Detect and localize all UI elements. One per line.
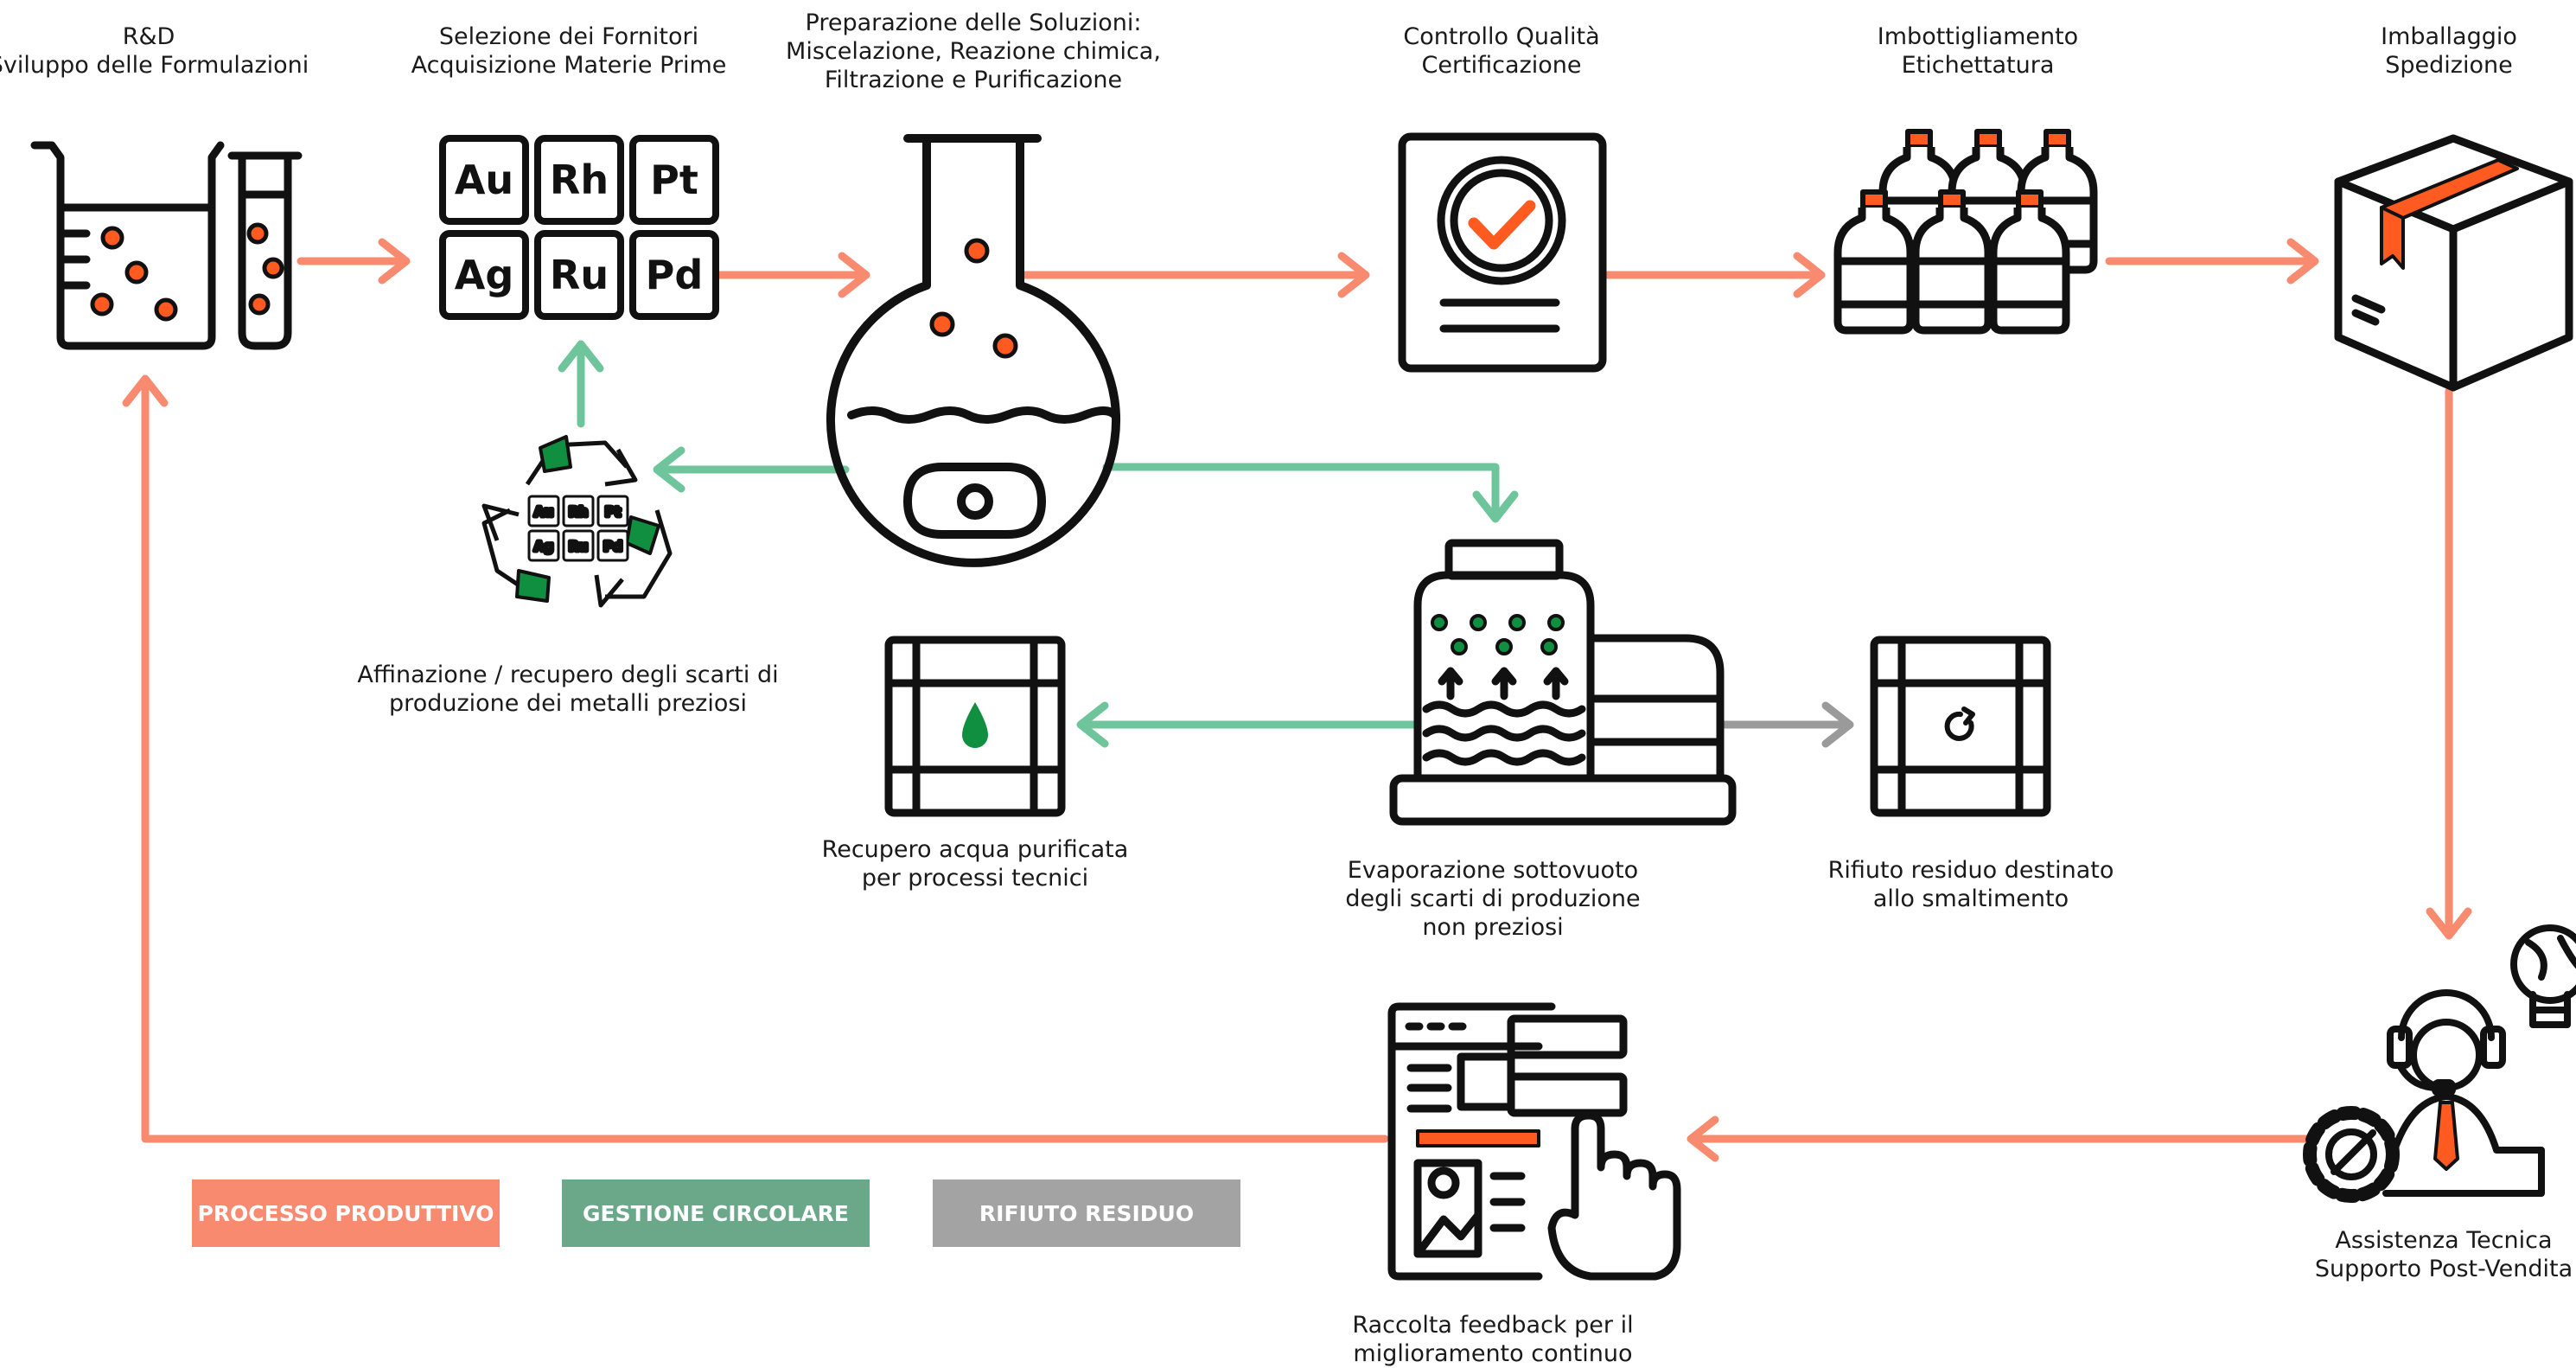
mini-metal-tile: Au	[527, 495, 560, 527]
arrow-flask-to-refining	[653, 446, 850, 493]
arrow-evaporation-to-waste	[1720, 701, 1854, 748]
bottle	[1989, 189, 2070, 335]
metal-symbol: Pd	[646, 252, 704, 298]
mini-metal-tile: Rh	[562, 495, 595, 527]
bottle	[1833, 189, 1915, 335]
arrow-bottling-to-packaging	[2105, 238, 2319, 284]
metal-symbol: Au	[455, 157, 513, 203]
mini-metal-symbol: Ag	[534, 539, 553, 554]
mini-metal-symbol: Pd	[603, 539, 622, 554]
mini-metal-tile: Pd	[596, 529, 629, 562]
metal-symbol: Rh	[550, 157, 609, 203]
metal-tile: Pt	[629, 135, 719, 225]
arrow-support-to-feedback	[1687, 1115, 2314, 1162]
water-barrel-icon	[884, 636, 1066, 817]
legend-process: PROCESSO PRODUTTIVO	[192, 1179, 500, 1247]
metal-tile: Ru	[534, 230, 624, 320]
arrow-flask-to-evaporation	[1102, 463, 1519, 523]
arrow-packaging-to-support	[2426, 387, 2472, 940]
beaker-test-tube-icon	[30, 141, 303, 350]
arrow-rd-to-suppliers	[296, 238, 411, 284]
metal-symbol: Ag	[455, 252, 514, 298]
metal-tile: Au	[439, 135, 529, 225]
arrow-refining-to-suppliers	[558, 340, 604, 428]
metal-tile: Ag	[439, 230, 529, 320]
waste-barrel-icon	[1870, 636, 2051, 817]
arrow-flask-to-quality	[1020, 252, 1370, 298]
metal-symbol: Ru	[550, 252, 609, 298]
mini-metal-tile: Ru	[562, 529, 595, 562]
process-arrows	[122, 238, 2472, 1162]
arrow-quality-to-bottling	[1604, 252, 1826, 298]
metal-tile: Pd	[629, 230, 719, 320]
arrow-evaporation-to-water	[1076, 701, 1418, 748]
mini-metal-symbol: Pt	[605, 504, 621, 520]
bottles-icon	[1833, 129, 2098, 335]
metal-tile: Rh	[534, 135, 624, 225]
legend-circular: GESTIONE CIRCOLARE	[562, 1179, 870, 1247]
mini-metal-symbol: Ru	[569, 539, 588, 554]
certificate-icon	[1398, 132, 1607, 373]
circular-arrows	[558, 340, 1519, 748]
support-agent-icon	[2303, 924, 2576, 1203]
evaporator-icon	[1389, 539, 1737, 826]
residual-arrows	[1720, 701, 1854, 748]
mini-metal-tile: Ag	[527, 529, 560, 562]
metal-symbol: Pt	[650, 157, 698, 203]
mini-metal-symbol: Rh	[569, 504, 588, 520]
arrow-feedback-to-rd	[122, 374, 1389, 1143]
mini-metal-symbol: Au	[534, 504, 553, 520]
legend-residual: RIFIUTO RESIDUO	[933, 1179, 1240, 1247]
flask-icon	[826, 134, 1120, 567]
bottle	[1911, 189, 1993, 335]
feedback-icon	[1387, 1002, 1681, 1281]
box-icon	[2334, 134, 2573, 392]
label-solutions: Preparazione delle Soluzioni:Miscelazion…	[786, 10, 1161, 93]
mini-metal-tile: Pt	[596, 495, 629, 527]
arrow-suppliers-to-flask	[713, 252, 870, 298]
